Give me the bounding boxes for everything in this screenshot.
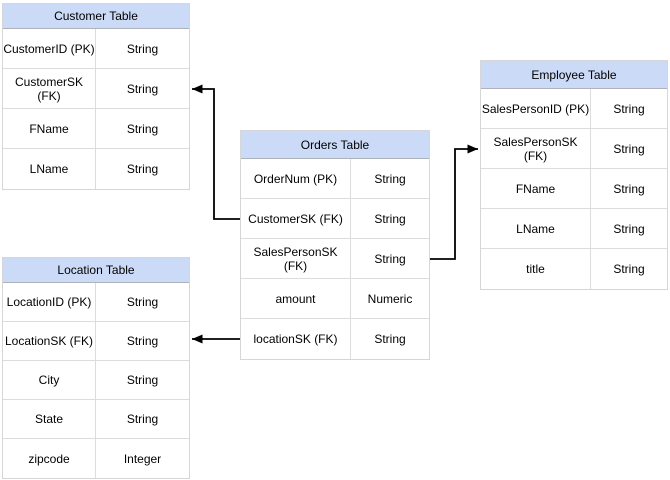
- table-row[interactable]: locationSK (FK) String: [241, 319, 429, 359]
- field-name-cell[interactable]: title: [481, 249, 591, 289]
- table-customer-header[interactable]: Customer Table: [3, 4, 189, 29]
- table-row[interactable]: LocationID (PK) String: [3, 283, 189, 322]
- field-type-cell[interactable]: Numeric: [367, 291, 413, 306]
- table-row[interactable]: SalesPersonSK (FK) String: [241, 239, 429, 279]
- connector-orders-salespersonsk-to-employee[interactable]: [430, 144, 478, 260]
- field-type-cell[interactable]: String: [374, 332, 406, 346]
- table-row[interactable]: SalesPersonID (PK) String: [481, 89, 667, 129]
- field-type-cell[interactable]: String: [126, 373, 159, 387]
- field-name-cell[interactable]: CustomerSK (FK): [241, 199, 351, 238]
- field-type-cell[interactable]: String: [126, 334, 159, 348]
- field-name-cell[interactable]: LocationID (PK): [3, 283, 96, 321]
- field-name-cell[interactable]: LocationSK (FK): [3, 322, 96, 360]
- table-row[interactable]: CustomerSK (FK) String: [3, 69, 189, 109]
- field-type-cell[interactable]: String: [126, 295, 159, 309]
- field-name-cell[interactable]: FName: [3, 109, 96, 148]
- field-type-cell[interactable]: String: [126, 81, 159, 96]
- field-name-cell[interactable]: locationSK (FK): [241, 319, 351, 359]
- field-name-cell[interactable]: City: [3, 361, 96, 399]
- field-type-cell[interactable]: String: [374, 251, 406, 266]
- table-location-header[interactable]: Location Table: [3, 258, 189, 283]
- field-name-cell[interactable]: CustomerID (PK): [3, 29, 96, 68]
- table-row[interactable]: CustomerSK (FK) String: [241, 199, 429, 239]
- table-row[interactable]: LName String: [481, 209, 667, 249]
- table-row[interactable]: OrderNum (PK) String: [241, 159, 429, 199]
- field-type-cell[interactable]: String: [613, 181, 645, 196]
- field-type-cell[interactable]: String: [126, 41, 159, 56]
- field-name-cell[interactable]: LName: [481, 209, 591, 248]
- table-row[interactable]: SalesPersonSK (FK) String: [481, 129, 667, 169]
- field-name-cell[interactable]: LName: [3, 149, 96, 189]
- table-row[interactable]: FName String: [481, 169, 667, 209]
- connector-orders-customersk-to-customer[interactable]: [192, 84, 240, 220]
- field-type-cell[interactable]: String: [374, 171, 406, 186]
- table-row[interactable]: City String: [3, 361, 189, 400]
- table-row[interactable]: zipcode Integer: [3, 439, 189, 478]
- table-employee-header[interactable]: Employee Table: [481, 61, 667, 89]
- field-name-cell[interactable]: State: [3, 400, 96, 438]
- field-type-cell[interactable]: String: [126, 412, 159, 426]
- table-row[interactable]: amount Numeric: [241, 279, 429, 319]
- field-name-cell[interactable]: SalesPersonSK (FK): [481, 129, 591, 168]
- field-type-cell[interactable]: String: [126, 162, 159, 176]
- field-name-cell[interactable]: OrderNum (PK): [241, 159, 351, 198]
- field-type-cell[interactable]: String: [613, 141, 645, 156]
- field-name-cell[interactable]: FName: [481, 169, 591, 208]
- field-name-cell[interactable]: zipcode: [3, 439, 96, 478]
- field-type-cell[interactable]: String: [374, 211, 406, 226]
- field-name-cell[interactable]: amount: [241, 279, 351, 318]
- field-name-cell[interactable]: SalesPersonSK (FK): [241, 239, 351, 278]
- table-orders-header[interactable]: Orders Table: [241, 131, 429, 159]
- table-row[interactable]: CustomerID (PK) String: [3, 29, 189, 69]
- field-type-cell[interactable]: String: [126, 121, 159, 136]
- table-row[interactable]: title String: [481, 249, 667, 289]
- field-type-cell[interactable]: String: [613, 101, 645, 116]
- field-type-cell[interactable]: String: [613, 221, 645, 236]
- field-type-cell[interactable]: Integer: [123, 451, 162, 466]
- field-name-cell[interactable]: SalesPersonID (PK): [481, 89, 591, 128]
- table-row[interactable]: LName String: [3, 149, 189, 189]
- field-name-cell[interactable]: CustomerSK (FK): [3, 69, 96, 108]
- table-row[interactable]: LocationSK (FK) String: [3, 322, 189, 361]
- field-type-cell[interactable]: String: [613, 262, 645, 276]
- table-row[interactable]: FName String: [3, 109, 189, 149]
- table-row[interactable]: State String: [3, 400, 189, 439]
